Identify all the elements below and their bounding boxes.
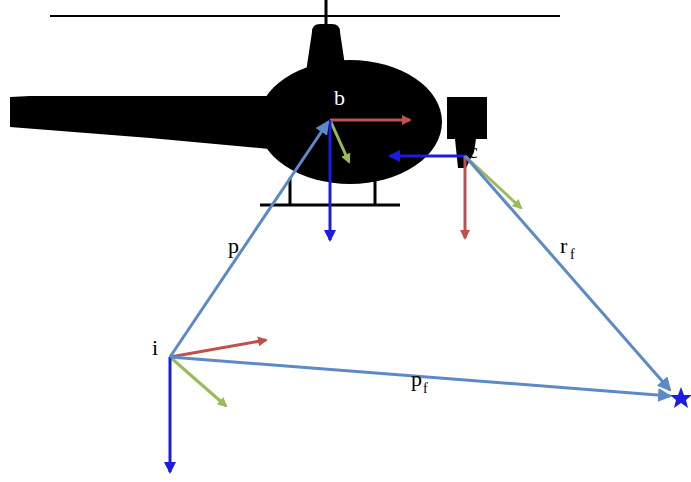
position-vector bbox=[170, 122, 328, 357]
vector-label: p bbox=[228, 235, 239, 257]
frame-label: c bbox=[468, 140, 478, 162]
feature-star bbox=[670, 387, 691, 408]
rotor-blade bbox=[50, 15, 560, 17]
x-axis bbox=[464, 156, 467, 238]
z-axis bbox=[169, 357, 172, 472]
frame-label: b bbox=[334, 87, 345, 109]
z-axis bbox=[329, 120, 332, 240]
vector-label: r bbox=[560, 235, 567, 257]
x-axis bbox=[330, 119, 410, 122]
skid-strut bbox=[374, 178, 377, 205]
y-axis bbox=[170, 357, 226, 406]
feature-range-vector bbox=[465, 156, 670, 390]
subscript: f bbox=[423, 382, 428, 396]
x-axis bbox=[170, 340, 266, 357]
camera-body bbox=[447, 97, 487, 139]
y-axis bbox=[330, 120, 349, 162]
frame-label: i bbox=[152, 337, 158, 359]
vector-label: p bbox=[411, 368, 422, 390]
tail-boom bbox=[10, 96, 280, 150]
z-axis bbox=[390, 155, 465, 158]
fuselage bbox=[258, 60, 442, 184]
subscript: f bbox=[570, 248, 575, 262]
feature-position-vector bbox=[170, 357, 670, 396]
